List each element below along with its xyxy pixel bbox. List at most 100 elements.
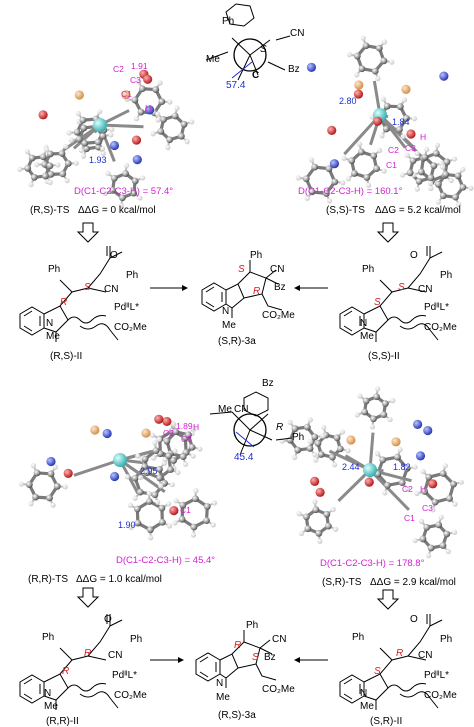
newman2-ph-label: Ph: [292, 432, 305, 443]
ss-atom-c3: C3: [405, 143, 416, 153]
sr-atom-c2: C2: [402, 484, 413, 494]
down-arrow-rs: [76, 222, 100, 243]
newman2-cn-label: CN: [234, 404, 249, 415]
ss-dist-b: 1.84: [392, 117, 410, 127]
rr-ii-cn: CN: [108, 650, 123, 661]
sr-ii-co2me: CO₂Me: [424, 690, 457, 701]
rr-dist-b: 2.95: [140, 466, 158, 476]
rr-ii-r1: R: [84, 648, 92, 659]
ss-ii-o: O: [410, 250, 418, 261]
sr-dist-a: 2.44: [342, 462, 360, 472]
sr3a-s: S: [238, 264, 245, 275]
sr-ii-s: S: [374, 666, 381, 677]
rr-atom-c1: C1: [180, 505, 191, 515]
rs3a-n: N: [216, 678, 224, 689]
ts-model-rr: [18, 414, 218, 541]
rs-dist-b: 1.93: [89, 155, 107, 165]
rs3a-me: Me: [216, 692, 230, 703]
sr-II-label: (S,R)-II: [370, 716, 403, 727]
newman-angle-bottom: 45.4: [234, 452, 254, 463]
sr-ii-r: R: [396, 648, 404, 659]
ss-ii-me: Me: [360, 331, 374, 342]
rr-atom-c3: C3: [181, 434, 192, 444]
rs-atom-h: H: [145, 103, 152, 113]
newman-cn-label: CN: [290, 28, 305, 39]
rr-ii-o: O: [104, 614, 112, 625]
reaction-arrow-bottom-right: [294, 657, 328, 663]
reaction-arrow-top-right: [294, 285, 328, 291]
newman2-bz-label: Bz: [262, 378, 274, 389]
down-arrow-ss: [376, 222, 400, 243]
rs-ii-s: S: [84, 282, 91, 293]
ss-II-label: (S,S)-II: [368, 351, 400, 362]
sr-atom-c3: C3: [422, 503, 433, 513]
ts-model-rs: [17, 69, 195, 209]
newman-ph-label: Ph: [222, 16, 235, 27]
rs-ts-label: (R,S)-TS: [30, 205, 70, 216]
rr-ii-me: Me: [44, 701, 58, 712]
newman2-me-label: Me: [218, 404, 232, 415]
rs-ii-r: R: [60, 297, 68, 308]
rr-atom-h: H: [193, 422, 200, 432]
sr3a-r: R: [253, 286, 261, 297]
ss-dist-a: 2.80: [339, 96, 357, 106]
sr-ii-n: N: [360, 688, 368, 699]
rs-atom-c2: C2: [113, 64, 124, 74]
ss-atom-c1: C1: [386, 160, 397, 170]
sr-ii-ph: Ph: [352, 632, 365, 643]
structure-rr-II: [19, 614, 123, 710]
ss-ii-cn: CN: [418, 284, 433, 295]
reaction-arrow-bottom-left: [150, 657, 184, 663]
rs3a-co2me: CO₂Me: [262, 684, 295, 695]
structure-sr-II: [339, 614, 443, 710]
rr-ts-dg: ΔΔG = 1.0 kcal/mol: [76, 574, 162, 585]
sr3a-cn: CN: [270, 264, 285, 275]
rr-ii-r2: R: [62, 666, 70, 677]
newman-me-label: Me: [206, 54, 220, 65]
rs-atom-c1: C1: [121, 89, 132, 99]
rs-ii-n: N: [46, 318, 54, 329]
rr-dist-a: 1.89: [176, 421, 193, 431]
newman2-r-label: R: [276, 422, 284, 433]
sr3a-me: Me: [222, 320, 236, 331]
rr-dist-c: 1.90: [118, 520, 136, 530]
rs-II-label: (R,S)-II: [50, 351, 83, 362]
structure-sr-3a: [201, 260, 283, 318]
rs-atom-c3: C3: [130, 75, 141, 85]
rs-ii-ph: Ph: [48, 264, 61, 275]
sr-atom-h: H: [420, 484, 427, 494]
rr-ii-ph-right: Ph: [130, 634, 143, 645]
sr-ii-pd: PdᴵᴵL*: [424, 670, 450, 681]
ts-model-ss: [295, 35, 474, 208]
rs3a-bz: Bz: [264, 652, 276, 663]
ss-ii-ph-right: Ph: [440, 270, 453, 281]
structure-rs-II: [19, 246, 123, 342]
newman-c-label: C: [252, 70, 260, 81]
rs3a-s: S: [252, 652, 259, 663]
ss-ii-s: S: [398, 282, 405, 293]
ss-ts-dg: ΔΔG = 5.2 kcal/mol: [375, 205, 461, 216]
ss-atom-h: H: [420, 132, 427, 142]
rs-dist-a: 1.91: [131, 61, 148, 71]
rs-ii-pd: PdᴵᴵL*: [114, 302, 140, 313]
rr-ii-ph: Ph: [42, 632, 55, 643]
rs-ii-o: O: [110, 250, 118, 261]
rs-ii-cn: CN: [104, 284, 119, 295]
rs3a-ph: Ph: [246, 620, 259, 631]
sr3a-ph: Ph: [250, 250, 263, 261]
sr-dihedral: D(C1-C2-C3-H) = 178.8°: [320, 558, 425, 569]
sr-ii-ph-right: Ph: [440, 634, 453, 645]
sr3a-bz: Bz: [274, 282, 286, 293]
ss-ii-s2: S: [374, 297, 381, 308]
rs-ii-me: Me: [46, 331, 60, 342]
ss-ts-label: (S,S)-TS: [326, 205, 365, 216]
rr-ii-n: N: [44, 688, 52, 699]
down-arrow-rr: [76, 587, 100, 608]
ss-ii-ph: Ph: [362, 264, 375, 275]
sr-ts-dg: ΔΔG = 2.9 kcal/mol: [370, 577, 456, 588]
newman-bz-label: Bz: [288, 64, 300, 75]
ss-atom-c2: C2: [388, 145, 399, 155]
rs-ii-ph-right: Ph: [126, 270, 139, 281]
product-top-label: (S,R)-3a: [218, 336, 256, 347]
